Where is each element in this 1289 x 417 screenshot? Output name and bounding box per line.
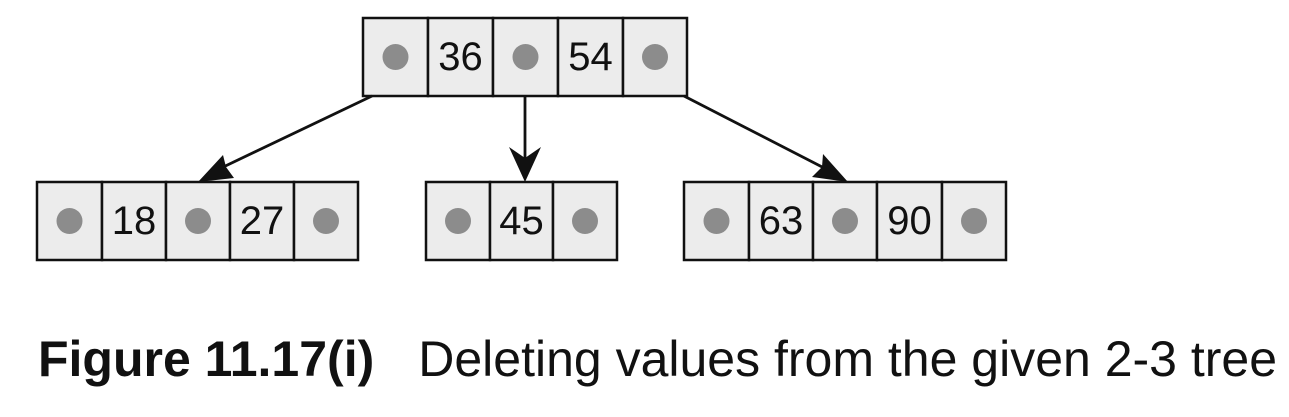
arrowhead-middle: [509, 147, 541, 182]
key-cell: [875, 180, 944, 262]
left-child-key-0: 18: [112, 199, 157, 243]
middle-child-key-0: 45: [499, 199, 544, 243]
root-node: 36 54: [361, 16, 689, 98]
middle-child-node: 45: [424, 180, 619, 262]
right-child-key-0: 63: [759, 199, 804, 243]
edge-root-to-right-child: [683, 94, 829, 172]
pointer-dot: [313, 208, 339, 234]
figure-caption-text: Deleting values from the given 2-3 tree: [418, 331, 1278, 387]
pointer-dot: [185, 208, 211, 234]
left-child-node: 18 27: [35, 180, 360, 262]
right-child-node: 63 90: [682, 180, 1008, 262]
pointer-dot: [382, 44, 409, 70]
tree-diagram: 36 54 18 27 45 63: [35, 16, 1008, 262]
pointer-dot: [832, 208, 858, 234]
pointer-cell: [292, 180, 360, 262]
key-cell: [228, 180, 296, 262]
key-cell: [488, 180, 555, 262]
arrowhead-left: [198, 155, 234, 182]
edge-root-to-left-child: [216, 94, 373, 172]
root-key-0: 36: [438, 35, 483, 79]
key-cell: [747, 180, 815, 262]
figure-caption: Figure 11.17(i) Deleting values from the …: [38, 330, 1278, 388]
pointer-dot: [961, 208, 987, 234]
root-key-cell-0: [426, 16, 495, 98]
pointer-dot: [445, 208, 471, 234]
pointer-dot: [642, 44, 668, 70]
pointer-dot: [572, 208, 598, 234]
pointer-dot: [56, 208, 83, 234]
arrowhead-right: [812, 154, 848, 182]
root-key-1: 54: [568, 35, 613, 79]
figure-label: Figure 11.17(i): [38, 331, 375, 387]
left-child-key-1: 27: [240, 199, 285, 243]
key-cell: [100, 180, 168, 262]
pointer-dot: [703, 208, 730, 234]
pointer-dot: [512, 44, 539, 70]
right-child-key-1: 90: [887, 199, 932, 243]
